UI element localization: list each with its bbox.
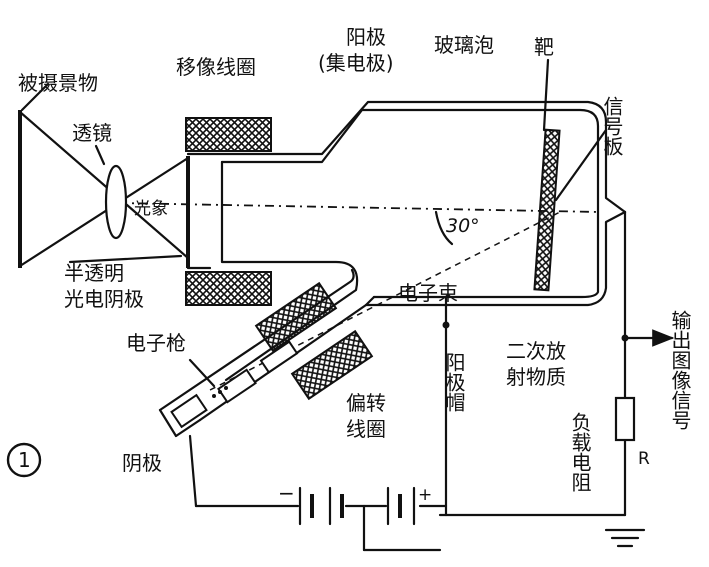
label-electron-beam: 电子束: [398, 281, 458, 305]
label-object: 被摄景物: [18, 71, 98, 95]
label-signal-plate: 信号板: [600, 96, 624, 156]
deflection-coil-lower: [290, 329, 374, 401]
label-battery-minus: −: [278, 481, 295, 505]
object-plane: [18, 82, 50, 268]
photocathode: [68, 156, 190, 268]
angle-arc: [434, 210, 454, 246]
electron-gun: [170, 340, 299, 429]
optical-rays: [18, 110, 601, 268]
battery: [298, 486, 442, 552]
figure-number-badge: [6, 442, 42, 478]
label-photocathode-2: 光电阴极: [64, 287, 144, 311]
load-resistor-icon: [614, 396, 636, 442]
label-resistor-symbol: R: [638, 449, 650, 469]
label-glass-bulb: 玻璃泡: [434, 33, 494, 57]
label-anode-sub: (集电极): [318, 51, 394, 75]
label-load-resistor: 负载电阻: [568, 412, 592, 492]
target-plate: [533, 58, 608, 292]
label-secondary-emission-1: 二次放: [506, 339, 566, 363]
focus-coil-bottom: [185, 271, 272, 306]
circuit-wiring: [188, 210, 675, 517]
label-secondary-emission-2: 射物质: [506, 365, 566, 389]
label-electron-gun: 电子枪: [126, 331, 186, 355]
label-focus-coil: 移像线圈: [176, 55, 256, 79]
ground-icon: [604, 528, 646, 548]
deflection-coil-upper: [254, 281, 338, 353]
label-optical-image: 光象: [134, 199, 168, 219]
lens-icon: [94, 144, 128, 240]
focus-coil-top: [185, 117, 272, 152]
label-battery-plus: +: [418, 485, 432, 505]
label-cathode: 阴极: [122, 451, 162, 475]
label-lens: 透镜: [72, 121, 112, 145]
label-anode-cap: 阳极帽: [442, 352, 466, 412]
label-deflection-coil-2: 线圈: [346, 417, 386, 441]
label-figure-number: 1: [18, 448, 31, 472]
label-deflection-coil-1: 偏转: [346, 391, 386, 415]
label-target: 靶: [534, 35, 554, 59]
label-photocathode-1: 半透明: [64, 261, 124, 285]
label-output-signal: 输出图像信号: [668, 310, 692, 430]
label-angle: 30°: [446, 215, 480, 237]
label-anode: 阳极: [346, 25, 386, 49]
